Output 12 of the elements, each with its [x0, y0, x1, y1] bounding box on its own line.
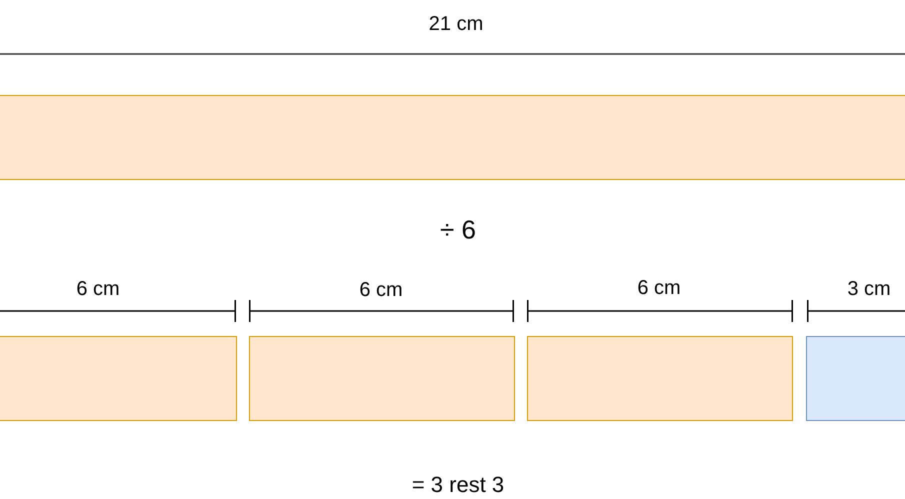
dimension-label: 6 cm — [359, 279, 403, 301]
bar-segment — [249, 336, 515, 421]
dimension-label: 21 cm — [428, 13, 484, 35]
remainder-segment — [806, 336, 905, 421]
result-label: = 3 rest 3 — [412, 472, 504, 498]
dimension-label: 6 cm — [637, 277, 681, 299]
whole-bar — [0, 95, 905, 180]
operation-label: ÷ 6 — [440, 216, 476, 244]
dimension-label: 6 cm — [76, 278, 120, 300]
bar-segment — [527, 336, 793, 421]
dimension-label: 3 cm — [847, 278, 891, 300]
bar-segment — [0, 336, 237, 421]
